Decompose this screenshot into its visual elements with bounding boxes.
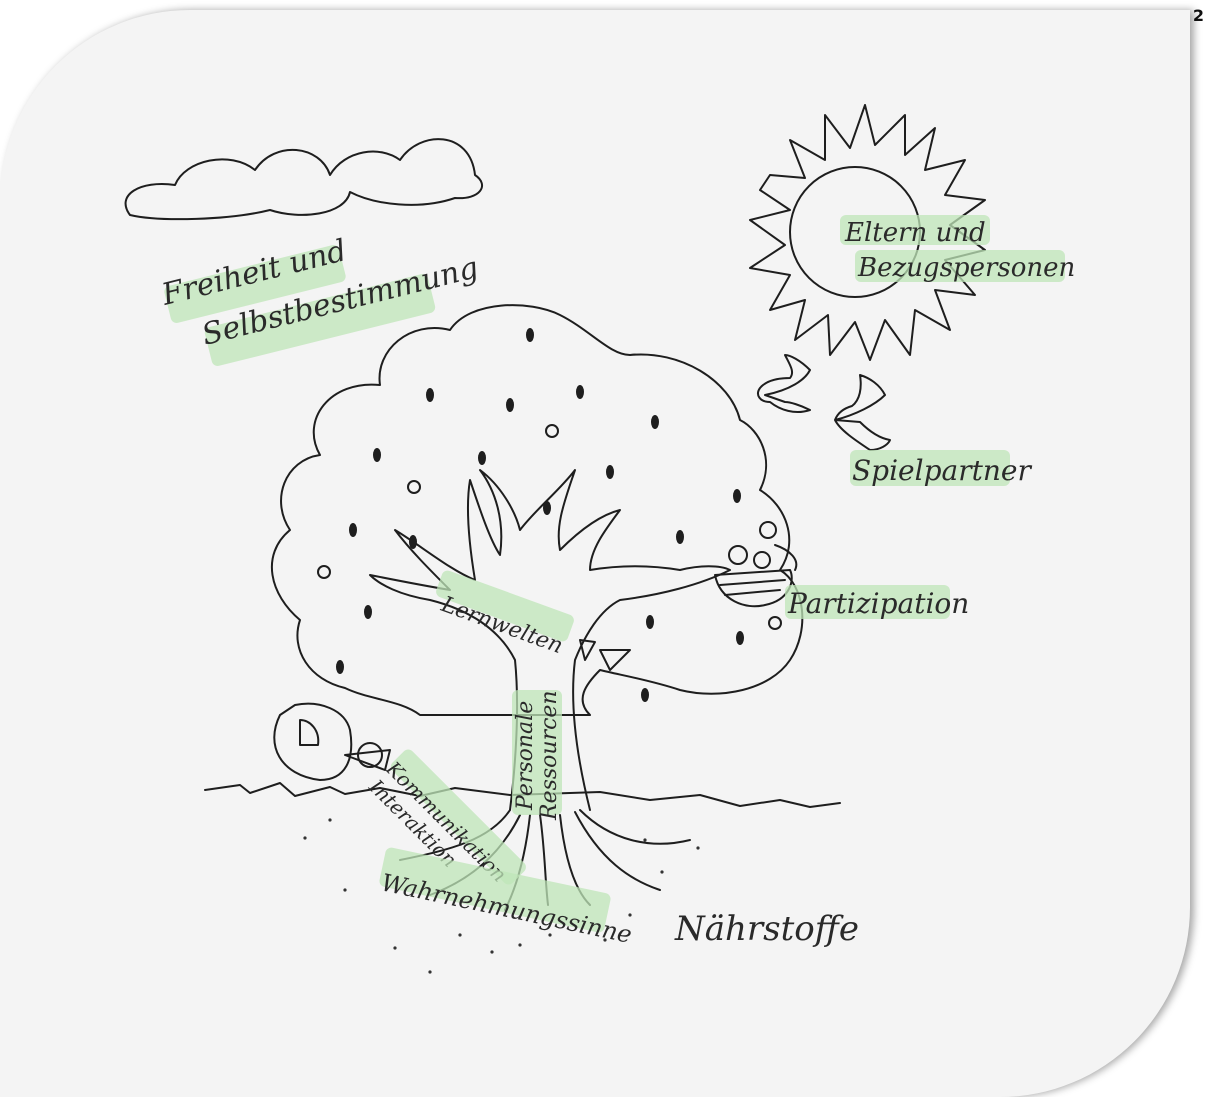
cloud-icon <box>126 139 482 219</box>
label-playmates: Spielpartner <box>852 454 1032 487</box>
illustration-card: Freiheit und Selbstbestimmung Eltern und… <box>0 10 1190 1097</box>
label-participation: Partizipation <box>787 587 969 620</box>
bird-icon <box>758 355 810 412</box>
label-nutrients: Nährstoffe <box>674 909 859 949</box>
branch-gap <box>600 650 630 670</box>
label-parents-line1: Eltern und <box>844 218 986 248</box>
label-personal-resources-line1: Personale <box>513 701 538 811</box>
watering-can-icon <box>274 704 390 780</box>
bird-icon <box>835 375 890 450</box>
label-parents-line2: Bezugspersonen <box>857 253 1075 283</box>
tree-diagram: Freiheit und Selbstbestimmung Eltern und… <box>0 10 1190 1097</box>
page-number: 2 <box>1193 6 1204 25</box>
apple-icon <box>318 425 781 629</box>
label-personal-resources-line2: Ressourcen <box>537 690 562 821</box>
